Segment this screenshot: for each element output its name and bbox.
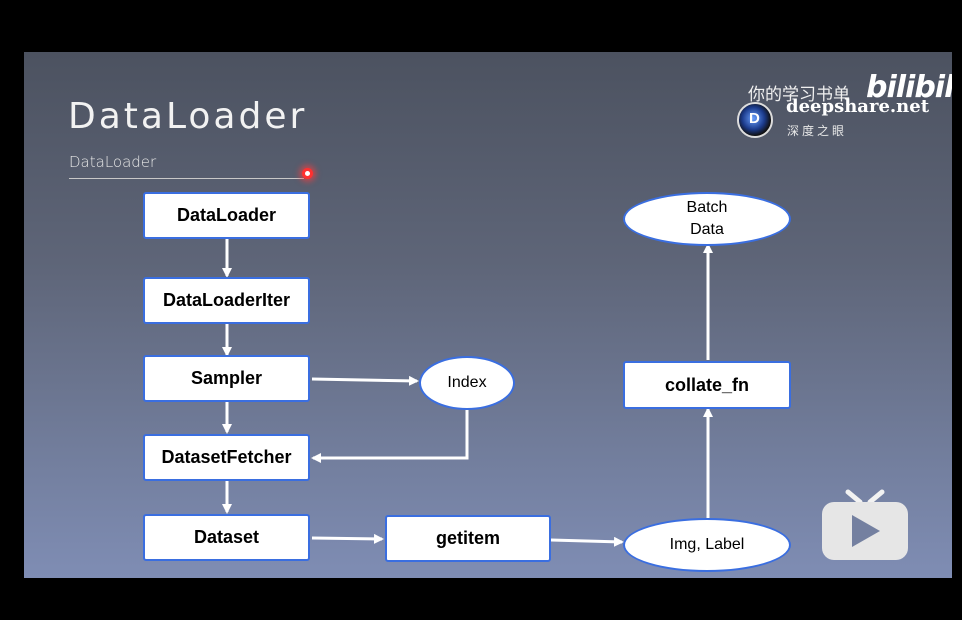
node-index: Index bbox=[419, 356, 515, 410]
node-getitem: getitem bbox=[385, 515, 551, 562]
node-batch-data-line1: Batch bbox=[686, 199, 728, 217]
watermark-site-sub: 深度之眼 bbox=[787, 124, 848, 138]
subtitle-divider bbox=[69, 178, 304, 179]
node-img-label: Img, Label bbox=[623, 518, 791, 572]
watermark-tagline: 你的学习书单 bbox=[748, 85, 850, 105]
laser-pointer-icon bbox=[302, 168, 313, 179]
arrow-getitem-to-imglabel bbox=[550, 536, 624, 547]
arrow-index-to-fetcher bbox=[311, 410, 469, 463]
node-dataloaderiter: DataLoaderIter bbox=[143, 277, 310, 324]
deepshare-logo-icon: D bbox=[737, 102, 773, 138]
slide-title: DataLoader bbox=[68, 96, 308, 137]
node-sampler: Sampler bbox=[143, 355, 310, 402]
bilibili-logo: bilibili bbox=[866, 70, 952, 105]
slide: DataLoader DataLoader 你的学习书单 bilibili D … bbox=[24, 52, 952, 578]
slide-subtitle: DataLoader bbox=[69, 153, 157, 171]
arrow-dataset-to-getitem bbox=[311, 533, 384, 544]
watermark-site: deepshare.net bbox=[786, 96, 930, 117]
node-dataloader: DataLoader bbox=[143, 192, 310, 239]
node-datasetfetcher: DatasetFetcher bbox=[143, 434, 310, 481]
arrow-sampler-to-index bbox=[311, 375, 419, 386]
node-collate-fn: collate_fn bbox=[623, 361, 791, 409]
node-img-label-text: Img, Label bbox=[669, 536, 745, 554]
node-batch-data: Batch Data bbox=[623, 192, 791, 246]
flow-arrows bbox=[222, 239, 713, 547]
node-dataset: Dataset bbox=[143, 514, 310, 561]
node-batch-data-line2: Data bbox=[690, 221, 724, 238]
play-icon[interactable] bbox=[820, 488, 910, 564]
